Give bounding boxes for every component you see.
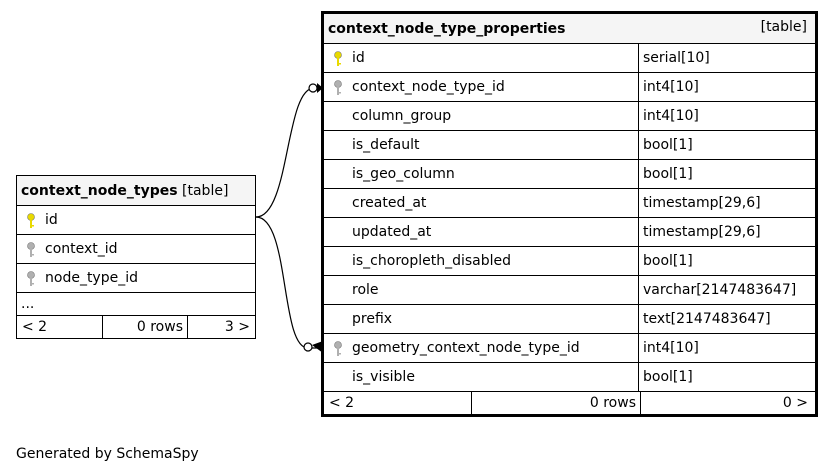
column-name: context_id [45, 241, 118, 257]
column-row[interactable]: geometry_context_node_type_id int4[10] [322, 333, 817, 363]
column-name: prefix [352, 311, 393, 327]
column-type: bool[1] [638, 159, 817, 189]
column-type: timestamp[29,6] [638, 188, 817, 218]
edge-zero-marker-bottom [303, 342, 313, 352]
table-kind: [table] [760, 19, 807, 35]
column-row[interactable]: context_node_type_id int4[10] [322, 72, 817, 102]
column-type: serial[10] [638, 43, 817, 73]
column-row[interactable]: role varchar[2147483647] [322, 275, 817, 305]
table-header: context_node_type_properties [table] [322, 12, 817, 44]
edge-context-node-type-id [255, 87, 321, 218]
column-type: int4[10] [638, 333, 817, 363]
row-count: 0 rows [472, 392, 641, 414]
generated-by-label: Generated by SchemaSpy [16, 446, 199, 462]
table-kind: [table] [182, 182, 229, 199]
column-name: is_geo_column [352, 166, 455, 182]
column-name: node_type_id [45, 270, 138, 286]
column-type: int4[10] [638, 101, 817, 131]
column-row[interactable]: updated_at timestamp[29,6] [322, 217, 817, 247]
table-header: context_node_types [table] [16, 175, 256, 206]
edge-zero-marker-top [308, 83, 318, 93]
column-row[interactable]: is_default bool[1] [322, 130, 817, 160]
column-type: varchar[2147483647] [638, 275, 817, 305]
foreign-key-icon [26, 271, 36, 287]
column-row[interactable]: is_geo_column bool[1] [322, 159, 817, 189]
column-type: text[2147483647] [638, 304, 817, 334]
table-name[interactable]: context_node_type_properties [328, 20, 566, 37]
column-name: is_default [352, 137, 420, 153]
column-type: bool[1] [638, 246, 817, 276]
table-context-node-type-properties[interactable]: context_node_type_properties [table] id s… [321, 11, 818, 417]
column-name: column_group [352, 108, 452, 124]
column-type: bool[1] [638, 130, 817, 160]
column-row[interactable]: prefix text[2147483647] [322, 304, 817, 334]
edge-geometry-context-node-type-id [255, 216, 321, 349]
column-name: created_at [352, 195, 427, 211]
column-type: bool[1] [638, 362, 817, 392]
children-count[interactable]: 0 > [782, 395, 808, 411]
more-columns-row: ... [16, 292, 256, 316]
column-row[interactable]: is_visible bool[1] [322, 362, 817, 392]
column-name: id [352, 50, 365, 66]
column-type: timestamp[29,6] [638, 217, 817, 247]
column-name: context_node_type_id [352, 79, 505, 95]
column-name: updated_at [352, 224, 432, 240]
row-count: 0 rows [103, 316, 188, 338]
foreign-key-icon [333, 341, 343, 357]
column-row[interactable]: is_choropleth_disabled bool[1] [322, 246, 817, 276]
column-type: int4[10] [638, 72, 817, 102]
column-row[interactable]: column_group int4[10] [322, 101, 817, 131]
children-count[interactable]: 3 > [224, 319, 250, 335]
column-name: geometry_context_node_type_id [352, 340, 580, 356]
table-name[interactable]: context_node_types [table] [16, 175, 256, 206]
column-name: id [45, 212, 58, 228]
parents-count[interactable]: < 2 [17, 316, 103, 338]
column-row[interactable]: context_id [16, 234, 256, 264]
column-row[interactable]: id [16, 205, 256, 235]
column-name: role [352, 282, 379, 298]
foreign-key-icon [333, 80, 343, 96]
column-row[interactable]: node_type_id [16, 263, 256, 293]
ellipsis: ... [16, 292, 256, 316]
column-row[interactable]: created_at timestamp[29,6] [322, 188, 817, 218]
column-name: is_choropleth_disabled [352, 253, 512, 269]
column-row[interactable]: id serial[10] [322, 43, 817, 73]
primary-key-icon [26, 213, 36, 229]
primary-key-icon [333, 51, 343, 67]
column-name: is_visible [352, 369, 415, 385]
parents-count[interactable]: < 2 [324, 392, 472, 414]
foreign-key-icon [26, 242, 36, 258]
